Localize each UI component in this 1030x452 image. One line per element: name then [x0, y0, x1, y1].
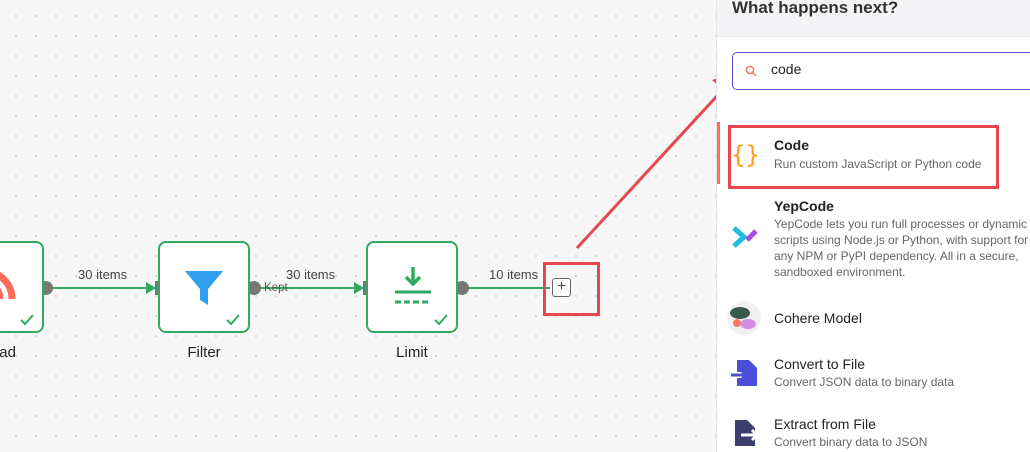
item-count-label: 30 items	[286, 267, 336, 282]
result-title: Cohere Model	[774, 310, 862, 326]
extract-from-file-icon	[735, 420, 760, 446]
rss-feed-icon	[0, 271, 16, 300]
branch-label-kept: Kept	[264, 282, 288, 294]
search-box[interactable]	[732, 52, 1030, 90]
result-title: Code	[774, 137, 809, 153]
success-check-icon	[20, 314, 34, 326]
connections-layer	[39, 78, 716, 295]
output-handle[interactable]	[455, 281, 469, 295]
result-item-extract-from-file[interactable]: Extract from File Convert binary data to…	[717, 414, 1030, 452]
node-label-limit: Limit	[396, 344, 428, 361]
highlight-box-add-node	[543, 262, 600, 316]
yepcode-icon	[732, 226, 758, 248]
node-read[interactable]	[0, 241, 44, 333]
result-title: Extract from File	[774, 416, 876, 432]
result-item-code[interactable]: {} Code Run custom JavaScript or Python …	[717, 124, 1030, 186]
search-icon	[745, 65, 757, 77]
result-title: Convert to File	[774, 356, 866, 372]
code-braces-icon: {}	[731, 141, 760, 169]
cohere-icon	[727, 301, 761, 335]
annotation-arrowhead	[712, 78, 716, 84]
item-count-label: 30 items	[78, 267, 128, 282]
result-item-convert-to-file[interactable]: Convert to File Convert JSON data to bin…	[717, 354, 1030, 394]
panel-header: What happens next?	[717, 0, 1030, 37]
annotation-arrow	[575, 94, 716, 250]
result-description: Convert binary data to JSON	[774, 435, 928, 449]
result-description: Run custom JavaScript or Python code	[774, 157, 982, 171]
limit-download-icon	[395, 267, 431, 304]
result-description: Convert JSON data to binary data	[774, 375, 955, 389]
panel-title: What happens next?	[732, 0, 899, 17]
node-limit[interactable]	[366, 241, 458, 333]
result-item-cohere-model[interactable]: Cohere Model	[717, 300, 1030, 336]
output-handle[interactable]	[247, 281, 261, 295]
item-count-label: 10 items	[489, 267, 539, 282]
filter-funnel-icon	[185, 271, 223, 305]
success-check-icon	[226, 314, 240, 326]
svg-text:{}: {}	[731, 141, 760, 169]
search-input[interactable]	[771, 61, 1011, 77]
node-label-filter: Filter	[187, 344, 221, 361]
result-item-yepcode[interactable]: YepCode YepCode lets you run full proces…	[717, 194, 1030, 284]
connection-arrow	[354, 282, 364, 294]
node-creator-panel: What happens next? {} Code Run custom Ja…	[716, 0, 1030, 452]
node-label-read: Read	[0, 344, 16, 361]
add-node-button[interactable]: +	[552, 278, 571, 297]
success-check-icon	[434, 314, 448, 326]
input-handle[interactable]	[155, 281, 160, 295]
connection-arrow	[146, 282, 156, 294]
node-filter[interactable]	[158, 241, 250, 333]
highlight-box-code	[728, 125, 999, 189]
result-description: YepCode lets you run full processes or d…	[774, 217, 1029, 279]
result-title: YepCode	[774, 198, 834, 214]
convert-to-file-icon	[731, 360, 757, 386]
input-handle[interactable]	[363, 281, 368, 295]
workflow-canvas[interactable]: Read Filter Limit 30 items 30 items Kept…	[0, 0, 716, 452]
selected-indicator	[717, 122, 720, 184]
